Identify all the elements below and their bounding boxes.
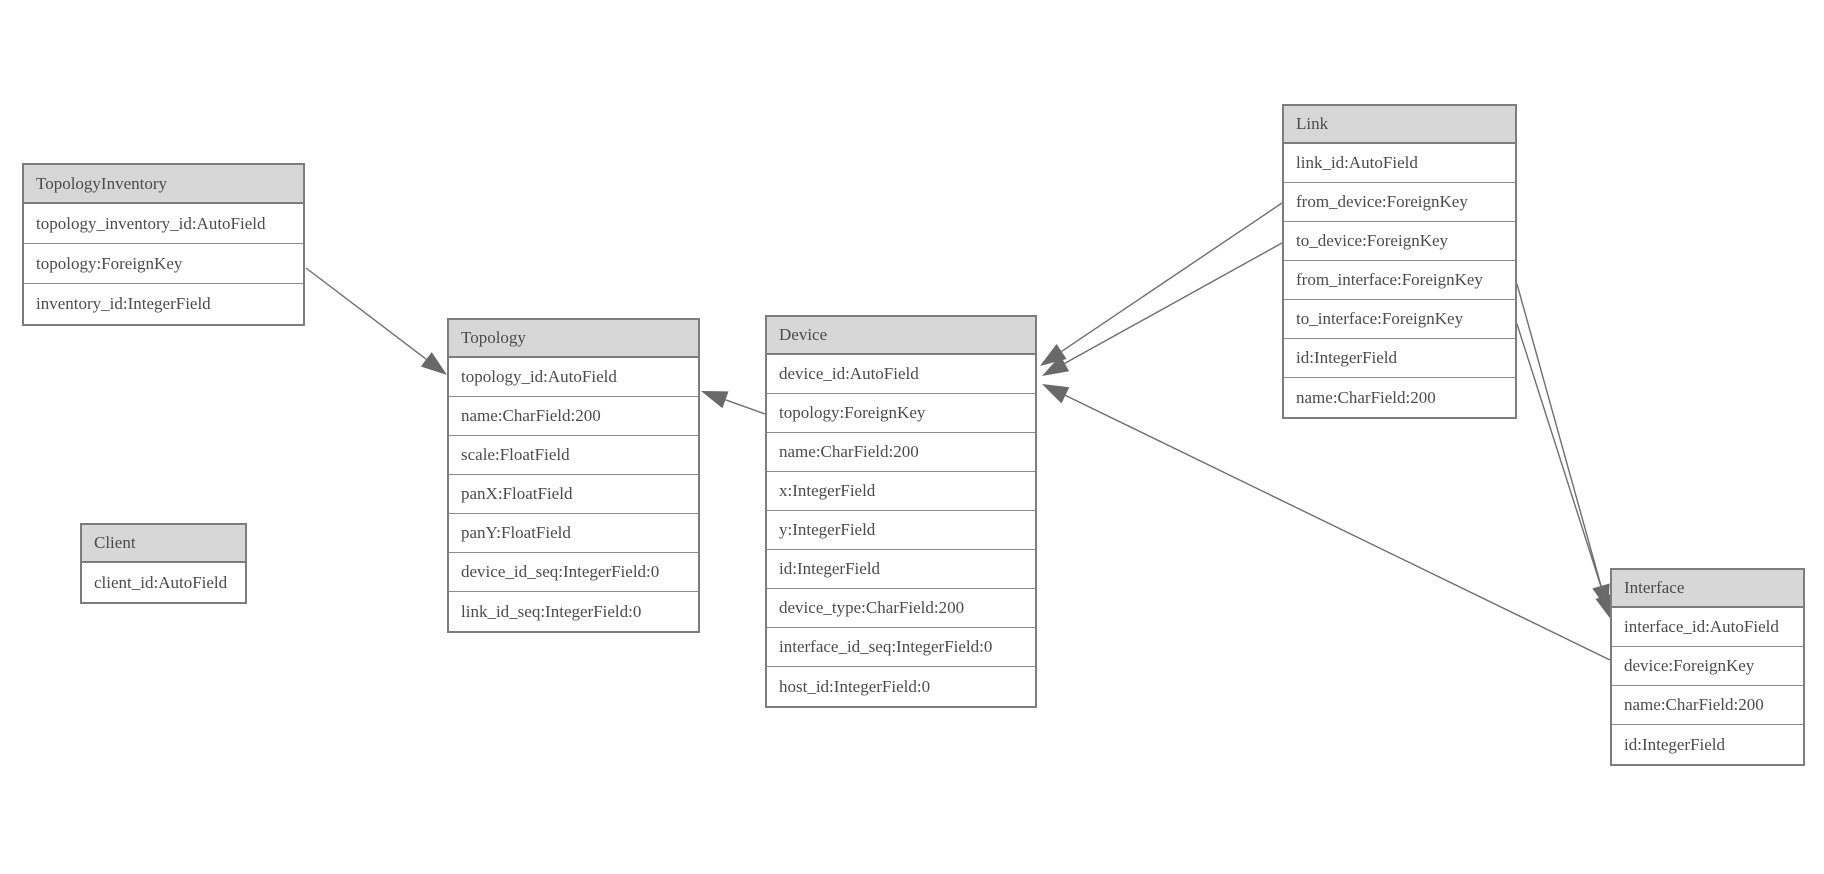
field-row-device-id: id:IntegerField	[767, 550, 1035, 589]
field-row-link-from_interface: from_interface:ForeignKey	[1284, 261, 1515, 300]
field-row-device-y: y:IntegerField	[767, 511, 1035, 550]
field-row-link-link_id: link_id:AutoField	[1284, 144, 1515, 183]
entity-title-device: Device	[767, 317, 1035, 355]
relation-line-device-topology	[725, 399, 766, 415]
field-row-device-x: x:IntegerField	[767, 472, 1035, 511]
field-row-interface-id: id:IntegerField	[1612, 725, 1803, 764]
entity-title-interface: Interface	[1612, 570, 1803, 608]
arrowhead-icon-interface-device-device	[1042, 384, 1070, 404]
field-row-topologyinventory-inventory_id: inventory_id:IntegerField	[24, 284, 303, 324]
field-row-device-interface_id_seq: interface_id_seq:IntegerField:0	[767, 628, 1035, 667]
relation-line-topologyinventory-topology	[305, 267, 427, 360]
field-row-topology-scale: scale:FloatField	[449, 436, 698, 475]
field-row-device-device_type: device_type:CharField:200	[767, 589, 1035, 628]
field-row-link-id: id:IntegerField	[1284, 339, 1515, 378]
entity-title-topologyinventory: TopologyInventory	[24, 165, 303, 204]
field-row-topology-topology_id: topology_id:AutoField	[449, 358, 698, 397]
field-row-client-client_id: client_id:AutoField	[82, 563, 245, 602]
field-row-topology-link_id_seq: link_id_seq:IntegerField:0	[449, 592, 698, 631]
entity-title-client: Client	[82, 525, 245, 563]
arrowhead-icon-topologyinventory-topology	[420, 352, 447, 375]
field-row-link-from_device: from_device:ForeignKey	[1284, 183, 1515, 222]
relation-line-link-from_device-device	[1061, 202, 1283, 353]
field-row-topologyinventory-topology: topology:ForeignKey	[24, 244, 303, 284]
field-row-link-name: name:CharField:200	[1284, 378, 1515, 417]
field-row-device-name: name:CharField:200	[767, 433, 1035, 472]
field-row-topology-panY: panY:FloatField	[449, 514, 698, 553]
field-row-interface-name: name:CharField:200	[1612, 686, 1803, 725]
field-row-topologyinventory-topology_inventory_id: topology_inventory_id:AutoField	[24, 204, 303, 244]
relation-line-link-to_device-device	[1064, 242, 1283, 365]
relation-line-link-from_interface-interface	[1516, 283, 1602, 587]
arrowhead-icon-link-to_device-device	[1042, 355, 1070, 376]
field-row-link-to_device: to_device:ForeignKey	[1284, 222, 1515, 261]
entity-title-topology: Topology	[449, 320, 698, 358]
field-row-topology-name: name:CharField:200	[449, 397, 698, 436]
field-row-link-to_interface: to_interface:ForeignKey	[1284, 300, 1515, 339]
field-row-device-device_id: device_id:AutoField	[767, 355, 1035, 394]
field-row-topology-device_id_seq: device_id_seq:IntegerField:0	[449, 553, 698, 592]
field-row-interface-device: device:ForeignKey	[1612, 647, 1803, 686]
entity-title-link: Link	[1284, 106, 1515, 144]
field-row-device-host_id: host_id:IntegerField:0	[767, 667, 1035, 706]
relation-line-interface-device-device	[1065, 394, 1611, 661]
relation-line-link-to_interface-interface	[1516, 323, 1605, 597]
arrowhead-icon-link-to_interface-interface	[1595, 593, 1613, 621]
field-row-device-topology: topology:ForeignKey	[767, 394, 1035, 433]
field-row-topology-panX: panX:FloatField	[449, 475, 698, 514]
arrowhead-icon-device-topology	[701, 391, 729, 409]
field-row-interface-interface_id: interface_id:AutoField	[1612, 608, 1803, 647]
